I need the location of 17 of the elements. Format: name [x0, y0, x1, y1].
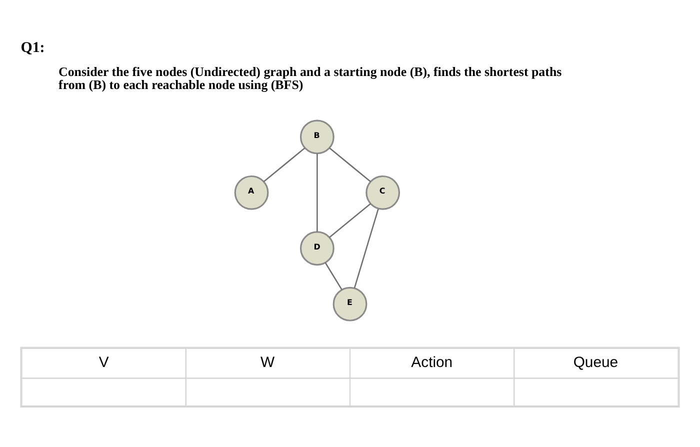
node-circle: A — [234, 174, 269, 210]
diagram-title: Q1: — [20, 39, 45, 56]
connector — [354, 208, 379, 288]
node-circle: D — [300, 230, 334, 266]
connector — [329, 147, 371, 182]
node-circle: C — [366, 174, 400, 210]
connector — [329, 202, 371, 238]
label: Consider the five nodes (Undirected) graph and a starting node (B), finds the shortest paths from (B) to each reachable node using (BFS) — [58, 64, 562, 92]
label: V — [98, 353, 109, 370]
node-circle: B — [300, 119, 334, 154]
connector — [263, 147, 306, 182]
label: Action — [411, 353, 453, 370]
label: Queue — [573, 353, 618, 370]
node-circle: E — [332, 286, 368, 321]
connector — [324, 262, 342, 290]
label: W — [260, 353, 275, 370]
connector — [316, 153, 318, 232]
